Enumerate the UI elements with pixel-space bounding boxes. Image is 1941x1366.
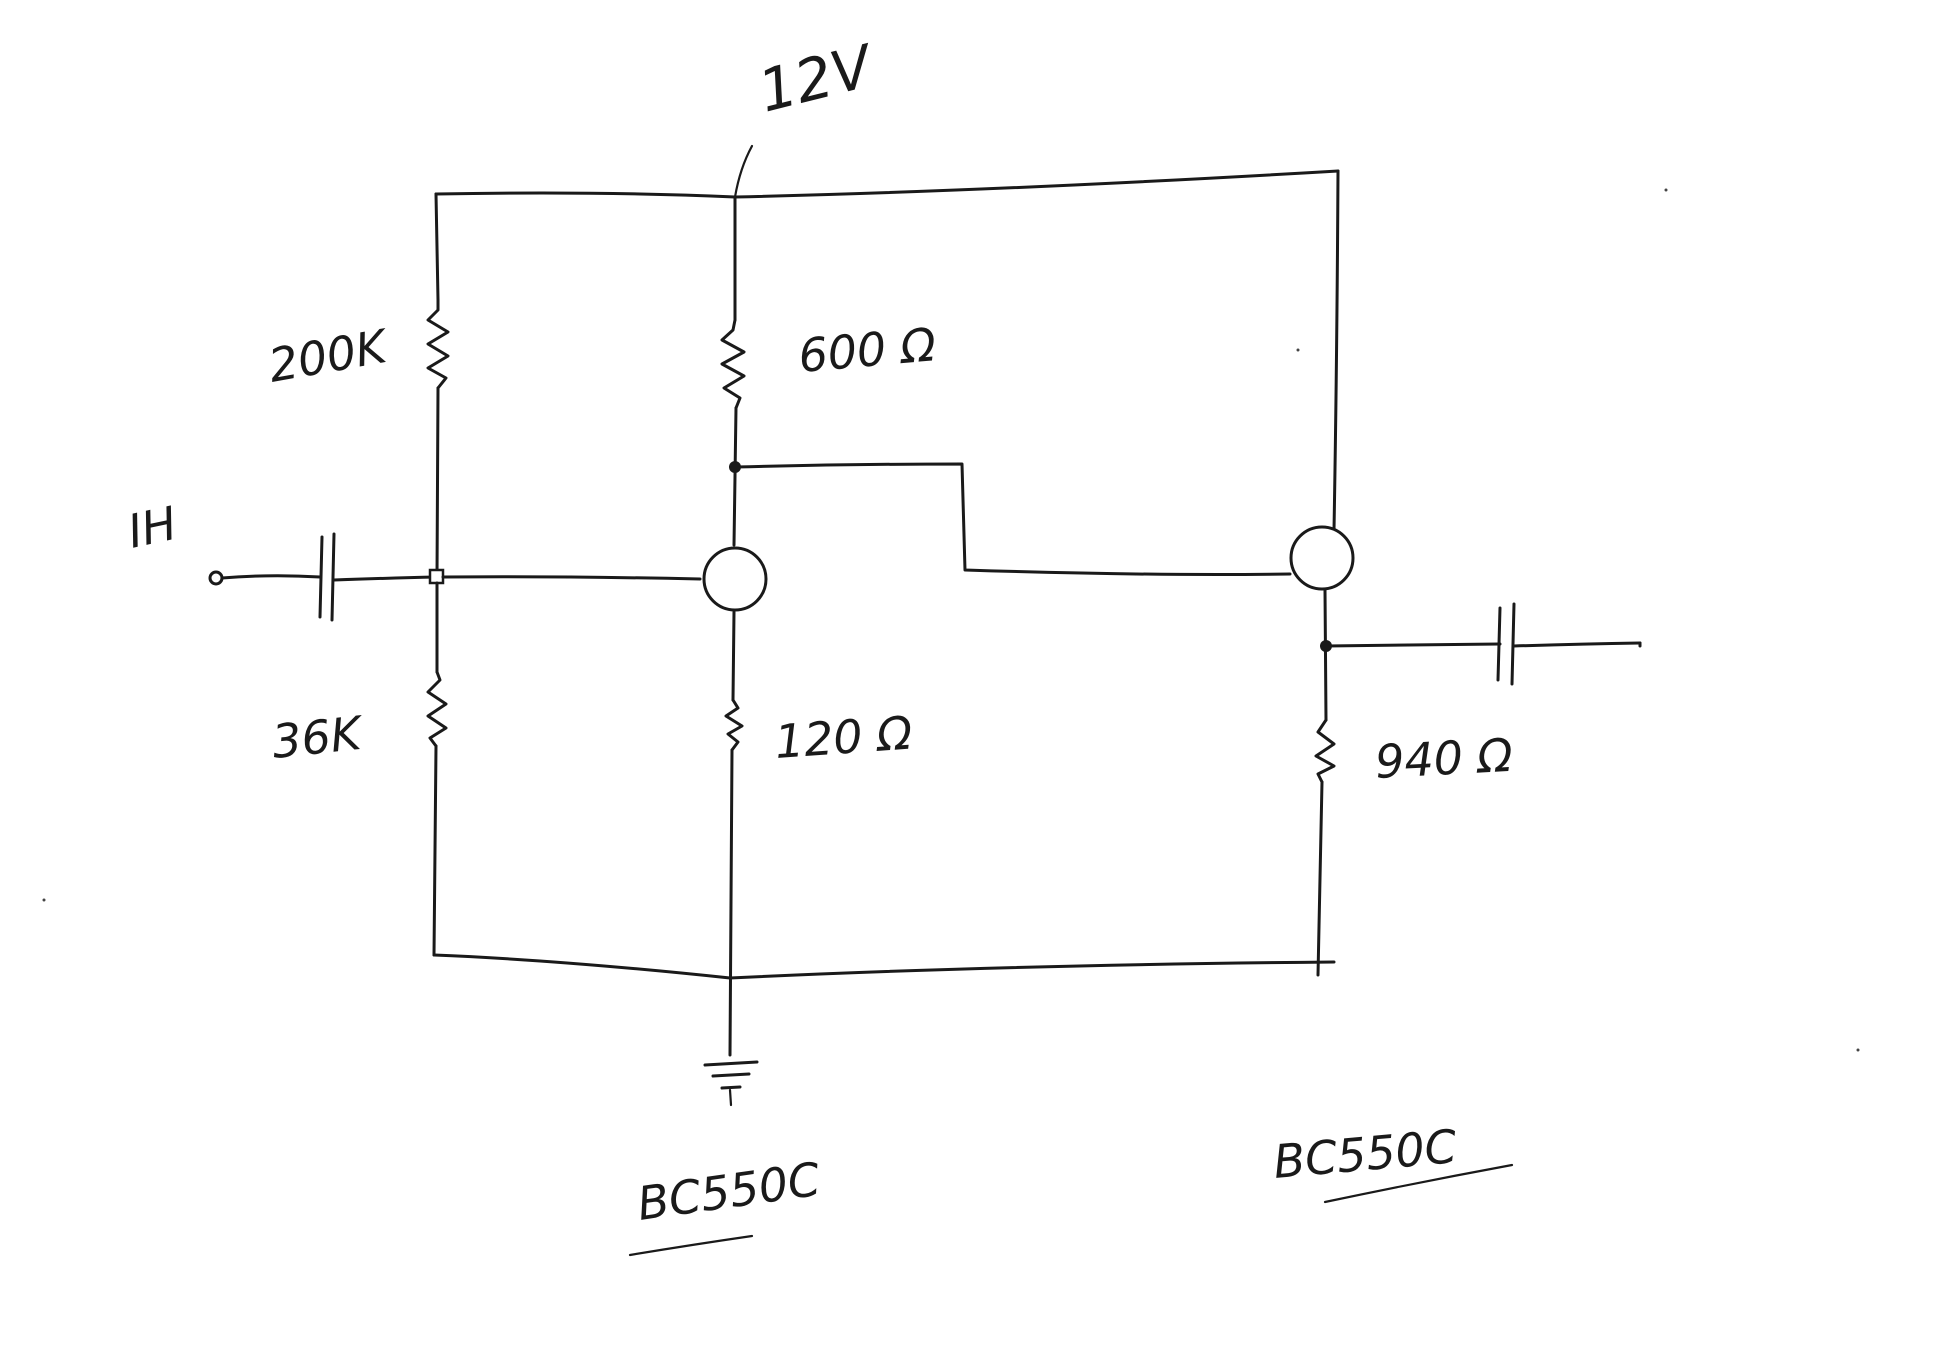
- wire-output-out: [1512, 641, 1642, 648]
- wire-base-1: [441, 575, 702, 581]
- r-bias-top-label: 200K: [265, 319, 394, 393]
- wire-bias-top-to-base: [435, 386, 440, 579]
- transistor-2-underline: [1323, 1163, 1514, 1204]
- transistor-1-underline: [628, 1234, 754, 1257]
- wire-emitter-2-to-ground: [1316, 780, 1324, 977]
- r-bias-bottom-label: 36K: [270, 706, 368, 769]
- transistor-2: [1289, 525, 1355, 591]
- wire-left-top: [434, 192, 440, 302]
- capacitor-input: [318, 532, 336, 622]
- paper-speck: [1856, 1048, 1860, 1052]
- supply-rail: [434, 169, 1340, 199]
- ground-stub: [728, 1088, 733, 1107]
- wire-right-top: [1332, 169, 1340, 532]
- wire-emitter-1: [731, 610, 736, 702]
- transistor-1-part-label: BC550C: [634, 1152, 823, 1231]
- resistor-120: [724, 698, 744, 752]
- wire-emitter-1-to-ground: [728, 748, 734, 1057]
- supply-pointer: [733, 144, 754, 199]
- resistor-940: [1314, 718, 1336, 784]
- wire-cap-to-base-node: [332, 575, 439, 582]
- paper-speck: [1296, 348, 1300, 352]
- input-terminal[interactable]: [208, 570, 224, 586]
- paper-speck: [1664, 188, 1668, 192]
- base-node: [428, 568, 445, 585]
- resistor-36k: [426, 670, 448, 748]
- r-collector-label: 600 Ω: [796, 317, 938, 383]
- r-emitter-2-label: 940 Ω: [1374, 728, 1514, 789]
- wire-interstage: [733, 462, 1292, 576]
- wire-collector-1: [732, 406, 738, 547]
- transistor-1: [702, 546, 768, 612]
- wire-bias-bottom-to-ground: [432, 744, 438, 957]
- wire-input: [220, 574, 322, 580]
- ground-symbol: [703, 1060, 759, 1090]
- input-label: IH: [123, 496, 181, 559]
- paper-speck: [42, 898, 46, 902]
- wire-emitter-2: [1323, 588, 1328, 722]
- supply-label: 12V: [752, 31, 883, 125]
- resistor-200k: [426, 298, 450, 390]
- ground-rail: [432, 953, 1336, 980]
- r-emitter-1-label: 120 Ω: [773, 706, 914, 769]
- wire-output: [1324, 642, 1502, 648]
- transistor-2-part-label: BC550C: [1271, 1119, 1459, 1189]
- resistor-600: [720, 318, 746, 410]
- capacitor-output: [1496, 602, 1516, 686]
